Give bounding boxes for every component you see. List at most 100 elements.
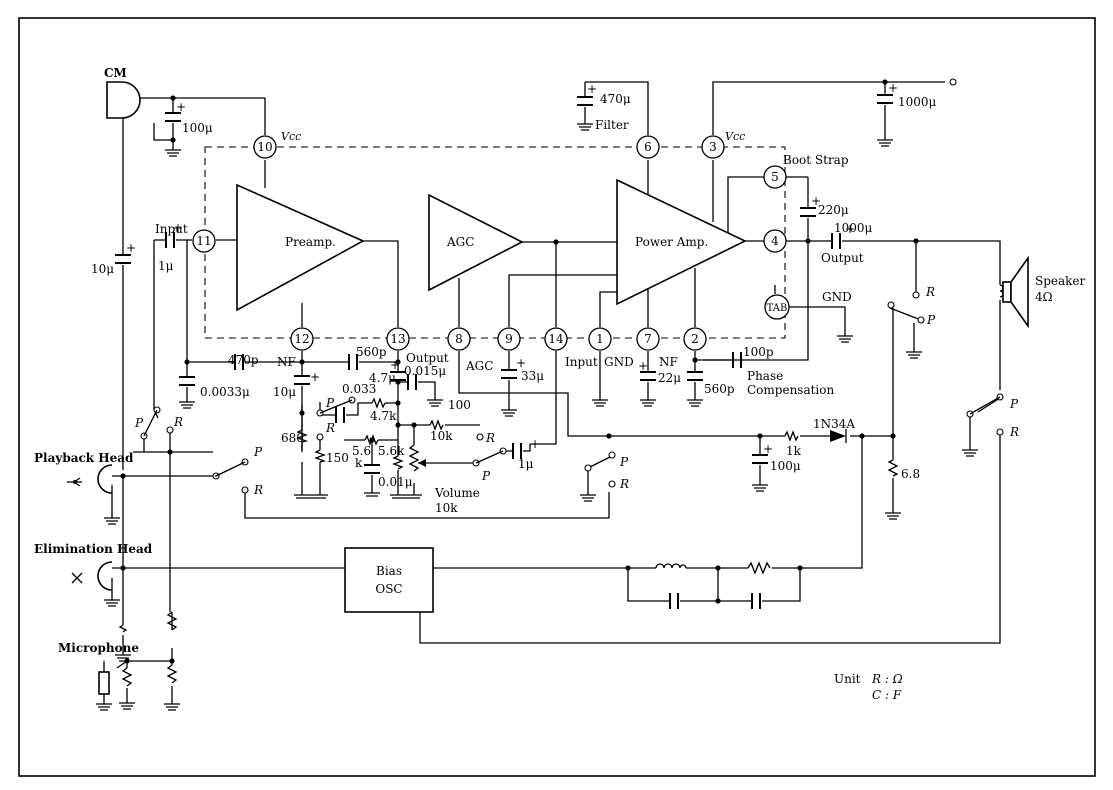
value-c-100p: 100p (743, 345, 774, 359)
svg-text:P: P (253, 445, 263, 459)
input-1-label: Input (565, 355, 598, 369)
svg-text:R: R (619, 477, 629, 491)
svg-text:3: 3 (709, 140, 717, 154)
svg-text:9: 9 (505, 332, 513, 346)
text-labels: CM Vcc Vcc Filter Boot Strap Input Outpu… (34, 66, 1086, 702)
pin-7 (636, 327, 660, 351)
pin-10 (253, 135, 277, 159)
svg-text:14: 14 (548, 332, 564, 346)
value-r-1k: 1k (786, 444, 802, 458)
svg-text:+: + (126, 241, 136, 255)
svg-text:10: 10 (257, 140, 272, 154)
speaker-ohm-label: 4Ω (1035, 290, 1053, 304)
value-c-100u-det: 100μ (770, 459, 801, 473)
svg-text:+: + (845, 222, 855, 236)
phase-comp-label-1: Phase (747, 369, 783, 383)
output-right-label: Output (821, 251, 864, 265)
svg-text:+: + (587, 82, 597, 96)
nf-12-label: NF (277, 355, 296, 369)
svg-text:+: + (811, 194, 821, 208)
svg-text:P: P (619, 455, 629, 469)
cm-capsule (106, 81, 141, 119)
svg-text:R: R (1009, 425, 1019, 439)
preamp-triangle (236, 183, 365, 312)
value-r-100: 100 (448, 398, 471, 412)
volume-label: Volume (434, 486, 480, 500)
value-c-1u-vol: 1μ (518, 457, 534, 471)
value-r-150: 150 (326, 451, 349, 465)
switch-blades (143, 396, 1001, 477)
svg-text:+: + (763, 442, 773, 456)
microphone-label: Microphone (58, 641, 139, 655)
pin-11 (192, 229, 216, 253)
svg-text:+: + (173, 221, 183, 235)
volume-value-label: 10k (435, 501, 458, 515)
polarity-marks: + + + + + + + + + + + + + (126, 81, 898, 456)
playback-head-symbol (67, 464, 113, 494)
preamp-label: Preamp. (285, 235, 336, 249)
phase-comp-label-2: Compensation (747, 383, 834, 397)
ic-pins: 10 6 3 5 4 11 12 13 8 9 14 1 7 2 TAB (192, 135, 790, 351)
elimination-head-symbol (71, 561, 113, 591)
value-c-left: 10μ (91, 262, 114, 276)
playback-head-label: Playback Head (34, 451, 134, 465)
diode-1n34a (830, 429, 847, 443)
pin-5 (763, 165, 787, 189)
pin-tab (764, 294, 790, 320)
svg-text:+: + (310, 370, 320, 384)
power-amp-label: Power Amp. (635, 235, 708, 249)
bias-osc-block (344, 547, 434, 613)
agc-8-label: AGC (465, 359, 493, 373)
unit-c-label: C : F (872, 688, 902, 702)
switch-letters: P R P R P R R P P R R P P R (134, 285, 1019, 497)
gnd-1-label: GND (604, 355, 634, 369)
svg-text:4: 4 (771, 234, 779, 248)
unit-label: Unit (834, 672, 861, 686)
value-c-560p: 560p (356, 345, 387, 359)
value-r-68: 6.8 (901, 467, 920, 481)
frame-border (18, 17, 1096, 777)
unit-r-label: R : Ω (871, 672, 903, 686)
value-c-560p-2: 560p (704, 382, 735, 396)
pin-3 (701, 135, 725, 159)
value-c-22u: 22μ (658, 371, 681, 385)
value-c-001u: 0.01μ (378, 475, 413, 489)
svg-text:11: 11 (196, 234, 211, 248)
diode-label: 1N34A (813, 417, 855, 431)
value-r-56k-a-unit: k (355, 456, 363, 470)
pin-8 (447, 327, 471, 351)
svg-text:+: + (530, 437, 540, 451)
ic-outline (204, 146, 786, 339)
value-c-47u: 4.7μ (369, 371, 396, 385)
value-r-47k: 4.7k (370, 409, 397, 423)
value-r-56k-a: 5.6 (352, 444, 371, 458)
value-c-in: 1μ (158, 259, 174, 273)
output-13-label: Output (406, 351, 449, 365)
pin-2 (683, 327, 707, 351)
svg-text:1: 1 (596, 332, 604, 346)
svg-text:TAB: TAB (767, 303, 788, 314)
pin-12 (290, 327, 314, 351)
capacitors (115, 94, 893, 609)
svg-text:13: 13 (390, 332, 405, 346)
volume-wiper (418, 459, 426, 467)
svg-text:5: 5 (771, 170, 779, 184)
power-amp-triangle (616, 178, 747, 306)
svg-text:P: P (325, 396, 335, 410)
pin-1 (588, 327, 612, 351)
svg-text:+: + (638, 359, 648, 373)
elimination-head-label: Elimination Head (34, 542, 153, 556)
svg-text:6: 6 (644, 140, 652, 154)
junction-dots (120, 79, 919, 664)
pin-4 (763, 229, 787, 253)
svg-text:2: 2 (691, 332, 699, 346)
speaker-symbol (999, 255, 1029, 329)
agc-block-label: AGC (446, 235, 474, 249)
svg-text:+: + (390, 358, 400, 372)
svg-text:R: R (325, 421, 335, 435)
svg-text:+: + (176, 100, 186, 114)
svg-text:+: + (888, 81, 898, 95)
gnd-tab-label: GND (822, 290, 852, 304)
svg-text:+: + (516, 356, 526, 370)
